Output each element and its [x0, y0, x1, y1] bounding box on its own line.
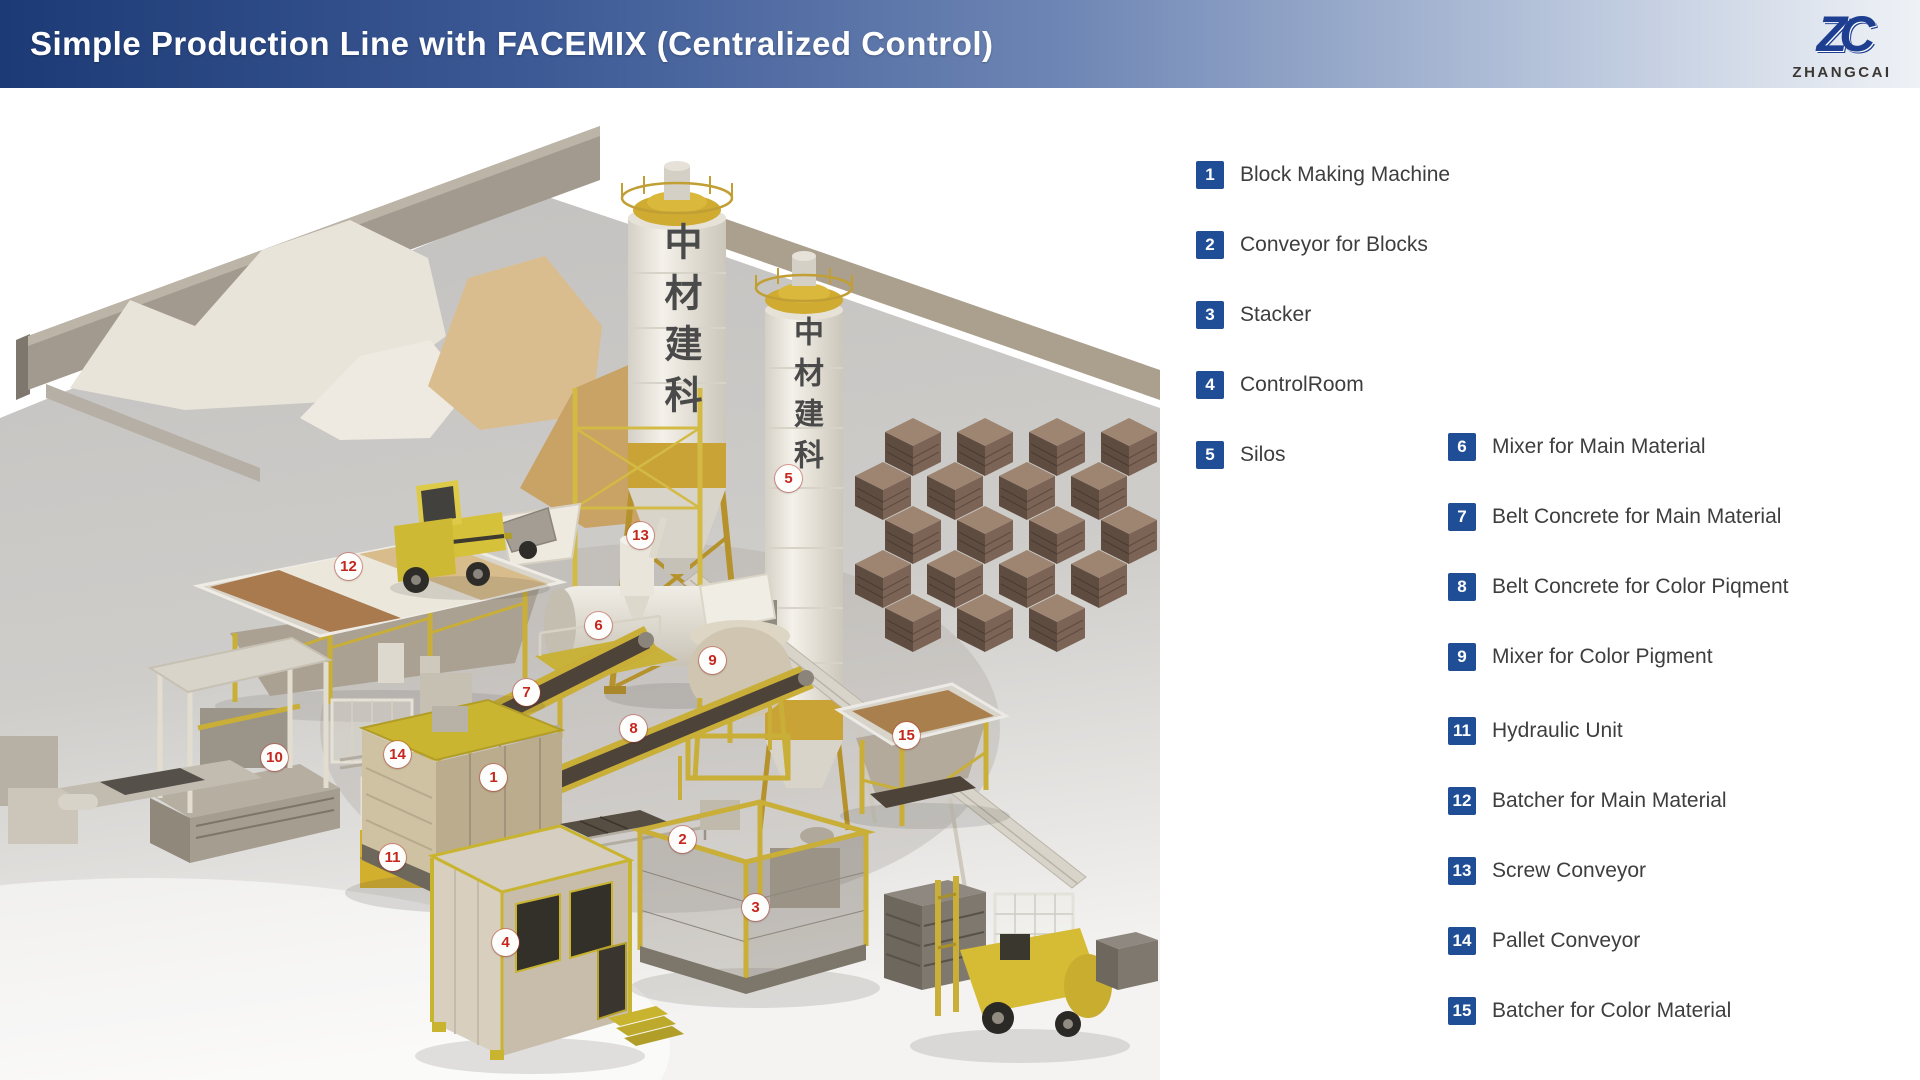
legend-badge-7: 7 — [1448, 503, 1476, 531]
marker-11: 11 — [379, 844, 406, 871]
logo-monogram-icon: ZC — [1816, 6, 1876, 62]
legend-label-9: Mixer for Color Pigment — [1492, 645, 1713, 668]
wheel-loader — [390, 480, 557, 600]
marker-4: 4 — [492, 929, 519, 956]
legend-label-15: Batcher for Color Material — [1492, 999, 1732, 1022]
marker-7: 7 — [513, 679, 540, 706]
legend-item-3: 3 Stacker — [1196, 300, 1311, 330]
marker-13: 13 — [627, 522, 654, 549]
control-room — [415, 824, 684, 1074]
legend-label-5: Silos — [1240, 443, 1286, 466]
legend-label-8: Belt Concrete for Color Piqment — [1492, 575, 1789, 598]
legend-badge-8: 8 — [1448, 573, 1476, 601]
legend-label-12: Batcher for Main Material — [1492, 789, 1727, 812]
legend-label-11: Hydraulic Unit — [1492, 719, 1623, 742]
silo-1-label: 中材建科 — [658, 222, 700, 426]
machine-10 — [147, 636, 340, 863]
legend-item-12: 12 Batcher for Main Material — [1448, 786, 1727, 816]
company-logo: ZC ZHANGCAI — [1782, 4, 1902, 88]
legend-item-1: 1 Block Making Machine — [1196, 160, 1450, 190]
legend-badge-9: 9 — [1448, 643, 1476, 671]
legend-label-2: Conveyor for Blocks — [1240, 233, 1428, 256]
batcher-main — [192, 536, 568, 722]
legend-badge-4: 4 — [1196, 371, 1224, 399]
legend-item-4: 4 ControlRoom — [1196, 370, 1364, 400]
legend-label-4: ControlRoom — [1240, 373, 1364, 396]
legend-item-5: 5 Silos — [1196, 440, 1286, 470]
marker-1: 1 — [480, 764, 507, 791]
legend-badge-15: 15 — [1448, 997, 1476, 1025]
legend-item-9: 9 Mixer for Color Pigment — [1448, 642, 1713, 672]
legend-label-1: Block Making Machine — [1240, 163, 1451, 186]
marker-8: 8 — [620, 715, 647, 742]
legend-badge-6: 6 — [1448, 433, 1476, 461]
marker-9: 9 — [699, 647, 726, 674]
legend-item-15: 15 Batcher for Color Material — [1448, 996, 1731, 1026]
page-title: Simple Production Line with FACEMIX (Cen… — [30, 25, 994, 62]
legend-item-2: 2 Conveyor for Blocks — [1196, 230, 1428, 260]
legend-item-11: 11 Hydraulic Unit — [1448, 716, 1623, 746]
legend-badge-1: 1 — [1196, 161, 1224, 189]
marker-2: 2 — [669, 826, 696, 853]
legend-badge-14: 14 — [1448, 927, 1476, 955]
marker-6: 6 — [585, 612, 612, 639]
marker-14: 14 — [384, 741, 411, 768]
header-bar: Simple Production Line with FACEMIX (Cen… — [0, 0, 1920, 88]
production-line-illustration — [0, 88, 1160, 1080]
legend-badge-11: 11 — [1448, 717, 1476, 745]
legend-item-7: 7 Belt Concrete for Main Material — [1448, 502, 1781, 532]
legend-badge-2: 2 — [1196, 231, 1224, 259]
scene-svg — [0, 126, 1160, 1080]
marker-10: 10 — [261, 744, 288, 771]
legend-badge-5: 5 — [1196, 441, 1224, 469]
logo-name: ZHANGCAI — [1792, 64, 1892, 81]
stacker — [630, 799, 880, 1008]
marker-15: 15 — [893, 722, 920, 749]
legend-item-14: 14 Pallet Conveyor — [1448, 926, 1640, 956]
legend-label-13: Screw Conveyor — [1492, 859, 1647, 882]
forklift — [884, 876, 1158, 1063]
legend-label-14: Pallet Conveyor — [1492, 929, 1641, 952]
legend-label-3: Stacker — [1240, 303, 1312, 326]
legend-badge-12: 12 — [1448, 787, 1476, 815]
legend-badge-3: 3 — [1196, 301, 1224, 329]
legend-badge-13: 13 — [1448, 857, 1476, 885]
silo-2-label: 中材建科 — [789, 316, 822, 480]
marker-3: 3 — [742, 894, 769, 921]
legend-item-6: 6 Mixer for Main Material — [1448, 432, 1706, 462]
marker-5: 5 — [775, 465, 802, 492]
legend-label-7: Belt Concrete for Main Material — [1492, 505, 1782, 528]
marker-12: 12 — [335, 553, 362, 580]
legend-item-13: 13 Screw Conveyor — [1448, 856, 1646, 886]
outfeed-conveyor — [0, 736, 262, 844]
legend-label-6: Mixer for Main Material — [1492, 435, 1706, 458]
batcher-color — [834, 682, 1010, 829]
legend-item-8: 8 Belt Concrete for Color Piqment — [1448, 572, 1788, 602]
